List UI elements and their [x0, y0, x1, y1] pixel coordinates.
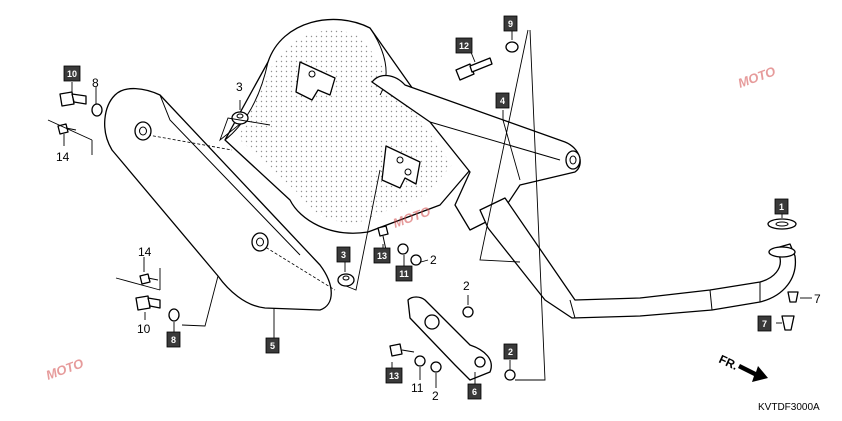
muffler-stay	[371, 74, 581, 231]
watermark-bottom-left: MOTO	[44, 355, 86, 382]
callout-13-box-upper: 13	[373, 247, 391, 264]
callout-10-lower: 10	[137, 322, 151, 336]
muffler-protector	[104, 87, 336, 311]
callout-10-box: 10	[63, 65, 81, 82]
svg-text:9: 9	[508, 19, 513, 29]
svg-text:4: 4	[500, 96, 505, 106]
exhaust-lower-stay	[407, 296, 492, 381]
callout-12-box: 12	[455, 37, 473, 54]
callout-14-lower: 14	[138, 245, 152, 259]
svg-text:6: 6	[472, 387, 477, 397]
bolt-10-lower	[135, 295, 151, 311]
callout-2-mid: 2	[463, 279, 470, 293]
svg-text:5: 5	[270, 341, 275, 351]
svg-text:2: 2	[508, 347, 513, 357]
washer-11-lower	[414, 355, 426, 367]
svg-text:3: 3	[341, 250, 346, 260]
nut-9	[505, 41, 519, 53]
callout-6-box: 6	[467, 383, 482, 400]
callout-5-box: 5	[265, 337, 280, 354]
drawing-code: KVTDF3000A	[758, 402, 820, 413]
washer-11-upper	[397, 243, 409, 255]
svg-text:8: 8	[171, 335, 176, 345]
svg-text:13: 13	[377, 251, 387, 261]
bolt-13-upper	[377, 225, 389, 237]
svg-text:12: 12	[459, 41, 469, 51]
callout-2-upper: 2	[430, 253, 437, 267]
collar-8-lower	[168, 308, 180, 322]
callout-labels: 8 14 3 14 10 2 2 11 2 7	[56, 76, 821, 403]
svg-text:13: 13	[389, 371, 399, 381]
front-arrow-icon	[738, 364, 768, 382]
callout-8-upper: 8	[92, 76, 99, 90]
callout-3-upper: 3	[236, 80, 243, 94]
muffler-mount-brackets	[295, 61, 421, 189]
callout-7-box: 7	[757, 315, 772, 332]
collar-8-upper	[91, 103, 103, 117]
callout-9-box: 9	[503, 15, 518, 32]
callout-8-box: 8	[166, 331, 181, 348]
callout-7-upper: 7	[814, 292, 821, 306]
callout-4-box: 4	[495, 92, 510, 109]
callout-2-box: 2	[503, 343, 518, 360]
screw-14-upper	[57, 123, 69, 135]
svg-text:11: 11	[399, 269, 409, 279]
nut-2-lower	[430, 361, 442, 373]
clip-7-lower	[781, 315, 795, 331]
callout-13-box-lower: 13	[385, 367, 403, 384]
nut-2-mid	[462, 306, 474, 318]
svg-text:10: 10	[67, 69, 77, 79]
callout-11-lower: 11	[411, 381, 424, 395]
bolt-12	[455, 63, 475, 81]
leader-lines	[47, 29, 812, 388]
clip-7-upper	[787, 291, 799, 303]
callout-1-box: 1	[774, 198, 789, 215]
callout-2-lower: 2	[432, 389, 439, 403]
watermark-top-right: MOTO	[736, 63, 778, 90]
callout-3-box: 3	[336, 246, 351, 263]
svg-text:1: 1	[779, 202, 784, 212]
boxed-callouts: 1 2 3 4 5 6 7 8	[63, 15, 789, 400]
nut-2-upper	[410, 254, 422, 266]
screw-14-lower	[139, 273, 151, 285]
bolt-10-upper	[59, 91, 75, 107]
exhaust-gasket	[767, 218, 797, 230]
exhaust-pipe	[479, 197, 797, 319]
callout-11-box: 11	[395, 265, 413, 282]
bolt-13-lower	[389, 343, 403, 357]
svg-text:7: 7	[762, 319, 767, 329]
callout-14-upper: 14	[56, 150, 70, 164]
nut-2-right	[504, 369, 516, 381]
front-direction-indicator: FR.	[717, 352, 768, 382]
front-label: FR.	[717, 352, 740, 373]
